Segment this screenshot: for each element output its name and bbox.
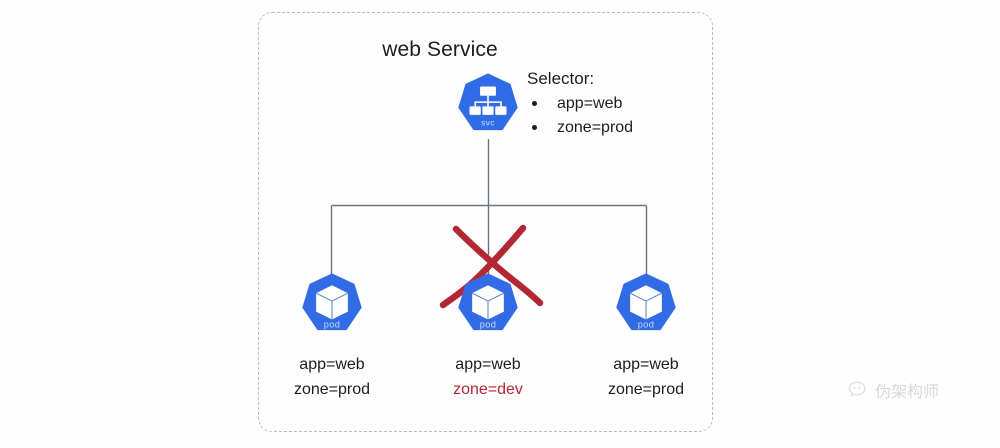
pod-label-group: app=web zone=prod: [257, 352, 407, 402]
pod-label-zone: zone=dev: [453, 381, 523, 398]
pod-label-group: app=web zone=prod: [571, 352, 721, 402]
svg-text:pod: pod: [480, 319, 496, 329]
watermark-label: 伪架构师: [875, 382, 940, 401]
selector-item: zone=prod: [527, 116, 633, 140]
page-title: web Service: [382, 38, 498, 61]
bullet-icon: [532, 125, 537, 130]
svg-text:pod: pod: [638, 319, 654, 329]
pod-node-icon[interactable]: pod: [299, 272, 365, 338]
selector-item: app=web: [527, 92, 633, 116]
pod-label-app: app=web: [455, 356, 521, 373]
pod-label-app: app=web: [613, 356, 679, 373]
service-node-icon[interactable]: svc: [455, 72, 521, 138]
pod-label-group: app=web zone=dev: [413, 352, 563, 402]
selector-heading: Selector:: [527, 69, 595, 88]
pod-label-app: app=web: [299, 356, 365, 373]
bullet-icon: [532, 101, 537, 106]
selector-block: Selector: app=web zone=prod: [527, 68, 633, 140]
diagram-boundary: [258, 12, 713, 432]
selector-list: app=web zone=prod: [527, 92, 633, 140]
pod-node-icon[interactable]: pod: [613, 272, 679, 338]
selector-item-label: zone=prod: [557, 119, 634, 136]
watermark: 伪架构师: [848, 378, 939, 402]
svg-text:pod: pod: [324, 319, 340, 329]
pod-label-zone: zone=prod: [607, 381, 685, 398]
pod-label-zone: zone=prod: [293, 381, 371, 398]
pod-node-icon[interactable]: pod: [455, 272, 521, 338]
selector-item-label: app=web: [557, 95, 623, 112]
wechat-bubble-icon: [848, 381, 866, 397]
svg-text:svc: svc: [481, 117, 495, 127]
